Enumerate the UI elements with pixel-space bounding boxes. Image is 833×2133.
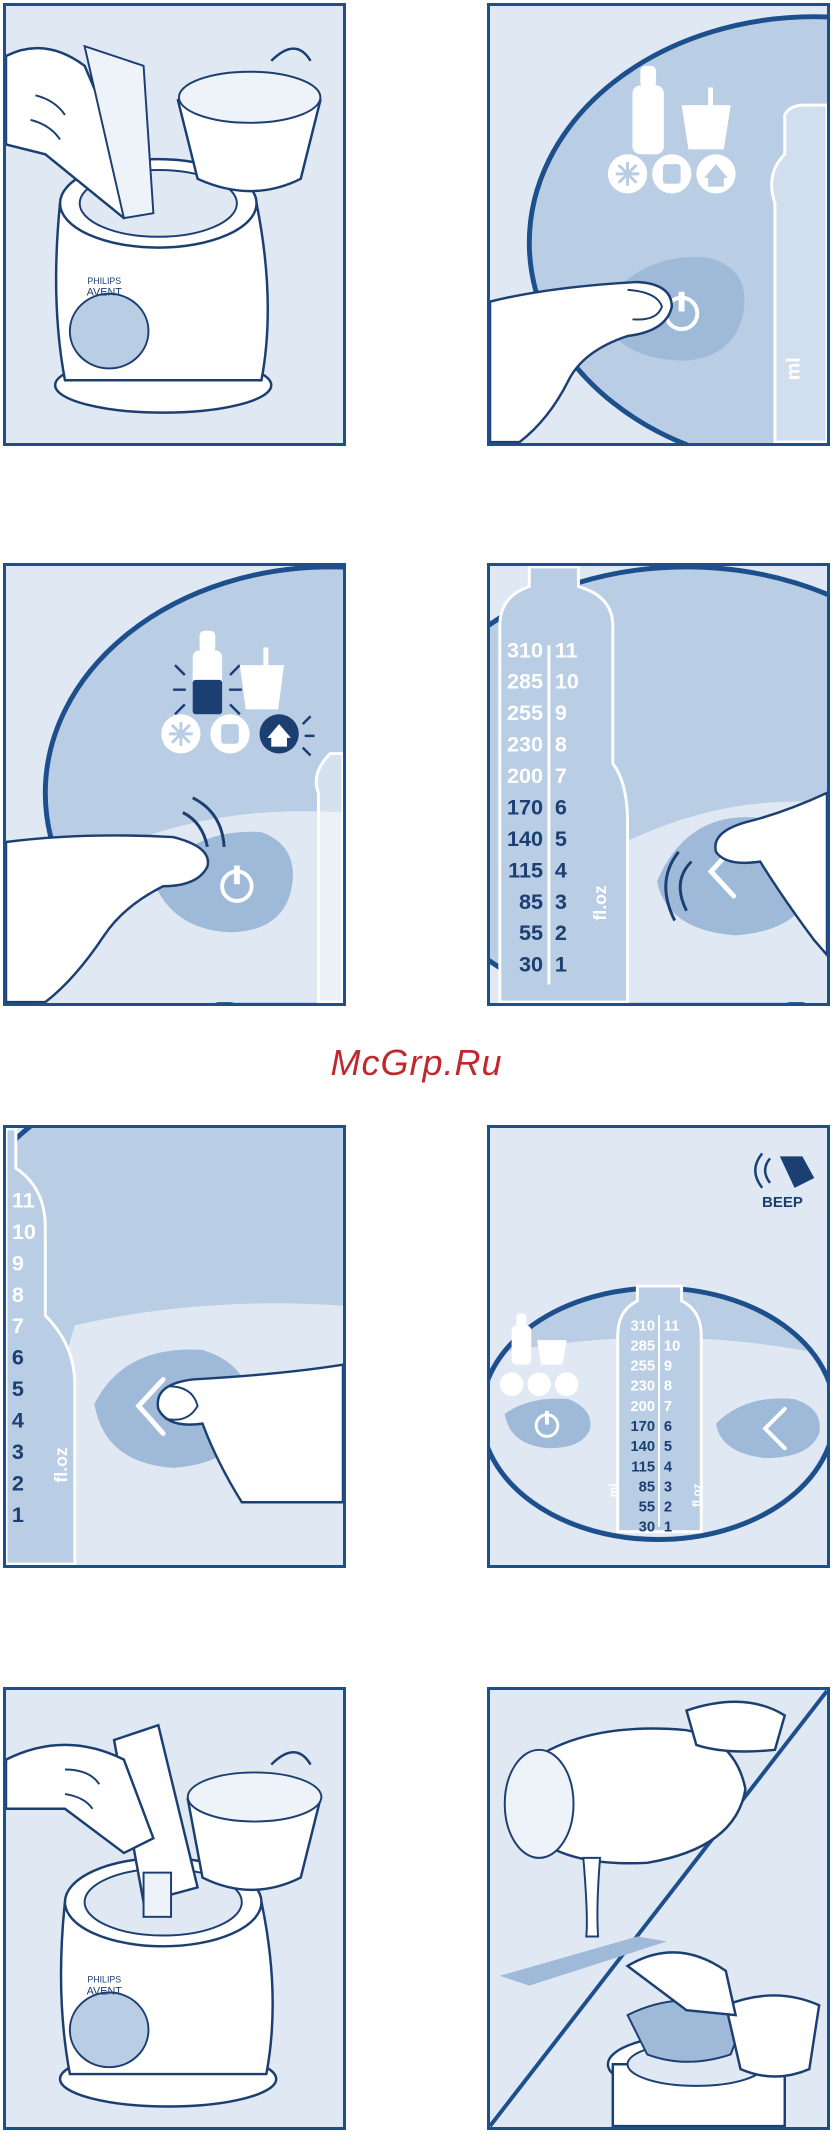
home-icon xyxy=(696,154,735,193)
floz-tick-label: 9 xyxy=(555,700,567,725)
ml-tick-label: 140 xyxy=(630,1439,655,1455)
room-temp-icon xyxy=(652,154,691,193)
ml-unit-label: ml xyxy=(782,357,804,380)
floz-tick-label: 5 xyxy=(555,826,567,851)
ml-tick-label: 140 xyxy=(507,826,543,851)
home-icon xyxy=(555,1373,579,1397)
step-1-pour-water: PHILIPS AVENT xyxy=(3,3,346,446)
floz-tick-label: 4 xyxy=(555,857,567,882)
floz-tick-label: 7 xyxy=(555,763,567,788)
ml-tick-label: 310 xyxy=(507,637,543,662)
ml-tick-label: 170 xyxy=(630,1419,655,1435)
floz-tick-label: 10 xyxy=(12,1219,36,1244)
ml-tick-label: 230 xyxy=(630,1379,655,1395)
floz-unit-label: fl.oz xyxy=(691,1483,704,1507)
step-7-insert-bag: PHILIPS AVENT xyxy=(3,1687,346,2130)
brand-product: AVENT xyxy=(87,287,123,299)
ml-tick-label: 115 xyxy=(631,1459,655,1475)
floz-tick-label: 8 xyxy=(555,732,567,757)
ml-tick-label: 85 xyxy=(519,889,543,914)
step-8-illustration xyxy=(490,1690,827,2127)
floz-tick-label: 8 xyxy=(664,1379,672,1395)
floz-tick-label: 3 xyxy=(664,1479,672,1495)
floz-tick-label: 1 xyxy=(664,1520,672,1536)
ml-tick-label: 310 xyxy=(630,1318,655,1334)
step-5-illustration: 11 10 9 8 7 6 5 4 3 2 1 fl.oz xyxy=(6,1128,343,1565)
step-1-illustration: PHILIPS AVENT xyxy=(6,6,343,443)
ml-tick-label: 170 xyxy=(507,794,543,819)
floz-tick-label: 5 xyxy=(12,1376,24,1401)
ml-tick-label: 30 xyxy=(519,952,543,977)
ml-tick-label: 255 xyxy=(630,1359,655,1375)
floz-tick-label: 6 xyxy=(555,794,567,819)
step-3-select-mode xyxy=(3,563,346,1006)
floz-tick-label: 11 xyxy=(664,1318,680,1334)
step-5-select-volume: 11 10 9 8 7 6 5 4 3 2 1 fl.oz xyxy=(3,1125,346,1568)
floz-tick-label: 6 xyxy=(12,1345,24,1370)
watermark-text: McGrp.Ru xyxy=(0,1042,833,1084)
brand-product: AVENT xyxy=(87,1985,123,1997)
step-8-empty-and-clean xyxy=(487,1687,830,2130)
ml-tick-label: 230 xyxy=(507,732,543,757)
ml-tick-label: 285 xyxy=(630,1338,655,1354)
ml-tick-label: 55 xyxy=(519,920,543,945)
brand-maker: PHILIPS xyxy=(87,276,121,286)
floz-tick-label: 2 xyxy=(664,1500,672,1516)
floz-unit-label: fl.oz xyxy=(590,885,610,920)
floz-tick-label: 3 xyxy=(555,889,567,914)
floz-tick-label: 11 xyxy=(12,1187,35,1212)
floz-tick-label: 2 xyxy=(555,920,567,945)
snowflake-icon xyxy=(500,1373,524,1397)
floz-tick-label: 7 xyxy=(12,1313,24,1338)
ml-tick-label: 55 xyxy=(639,1500,655,1516)
floz-tick-label: 6 xyxy=(664,1419,672,1435)
floz-tick-label: 1 xyxy=(12,1502,24,1527)
floz-tick-label: 1 xyxy=(555,952,567,977)
ml-tick-label: 200 xyxy=(507,763,543,788)
ml-tick-label: 30 xyxy=(639,1520,655,1536)
brand-maker: PHILIPS xyxy=(87,1975,121,1985)
step-7-illustration: PHILIPS AVENT xyxy=(6,1690,343,2127)
room-temp-icon xyxy=(210,714,249,753)
floz-tick-label: 3 xyxy=(12,1439,24,1464)
beep-label: BEEP xyxy=(762,1194,803,1211)
floz-tick-label: 8 xyxy=(12,1282,24,1307)
ml-tick-label: 85 xyxy=(639,1479,655,1495)
step-2-press-power: ml xyxy=(487,3,830,446)
floz-tick-label: 10 xyxy=(664,1338,680,1354)
step-3-illustration xyxy=(6,566,343,1003)
floz-tick-label: 4 xyxy=(664,1459,673,1475)
jar-icon xyxy=(537,1340,566,1365)
floz-tick-label: 7 xyxy=(664,1399,672,1415)
step-2-illustration: ml xyxy=(490,6,827,443)
floz-tick-label: 9 xyxy=(664,1359,672,1375)
floz-tick-label: 10 xyxy=(555,669,579,694)
floz-tick-label: 2 xyxy=(12,1470,24,1495)
floz-tick-label: 4 xyxy=(12,1408,24,1433)
floz-tick-label: 9 xyxy=(12,1250,24,1275)
ml-unit-label: ml xyxy=(608,1484,621,1498)
ml-tick-label: 115 xyxy=(508,857,543,882)
ml-tick-label: 200 xyxy=(630,1399,655,1415)
floz-tick-label: 11 xyxy=(555,637,578,662)
snowflake-icon xyxy=(161,714,200,753)
floz-unit-label: fl.oz xyxy=(51,1447,71,1482)
floz-tick-label: 5 xyxy=(664,1439,672,1455)
snowflake-icon xyxy=(608,154,647,193)
ml-tick-label: 285 xyxy=(507,669,543,694)
ml-tick-label: 255 xyxy=(507,700,543,725)
room-temp-icon xyxy=(527,1373,551,1397)
